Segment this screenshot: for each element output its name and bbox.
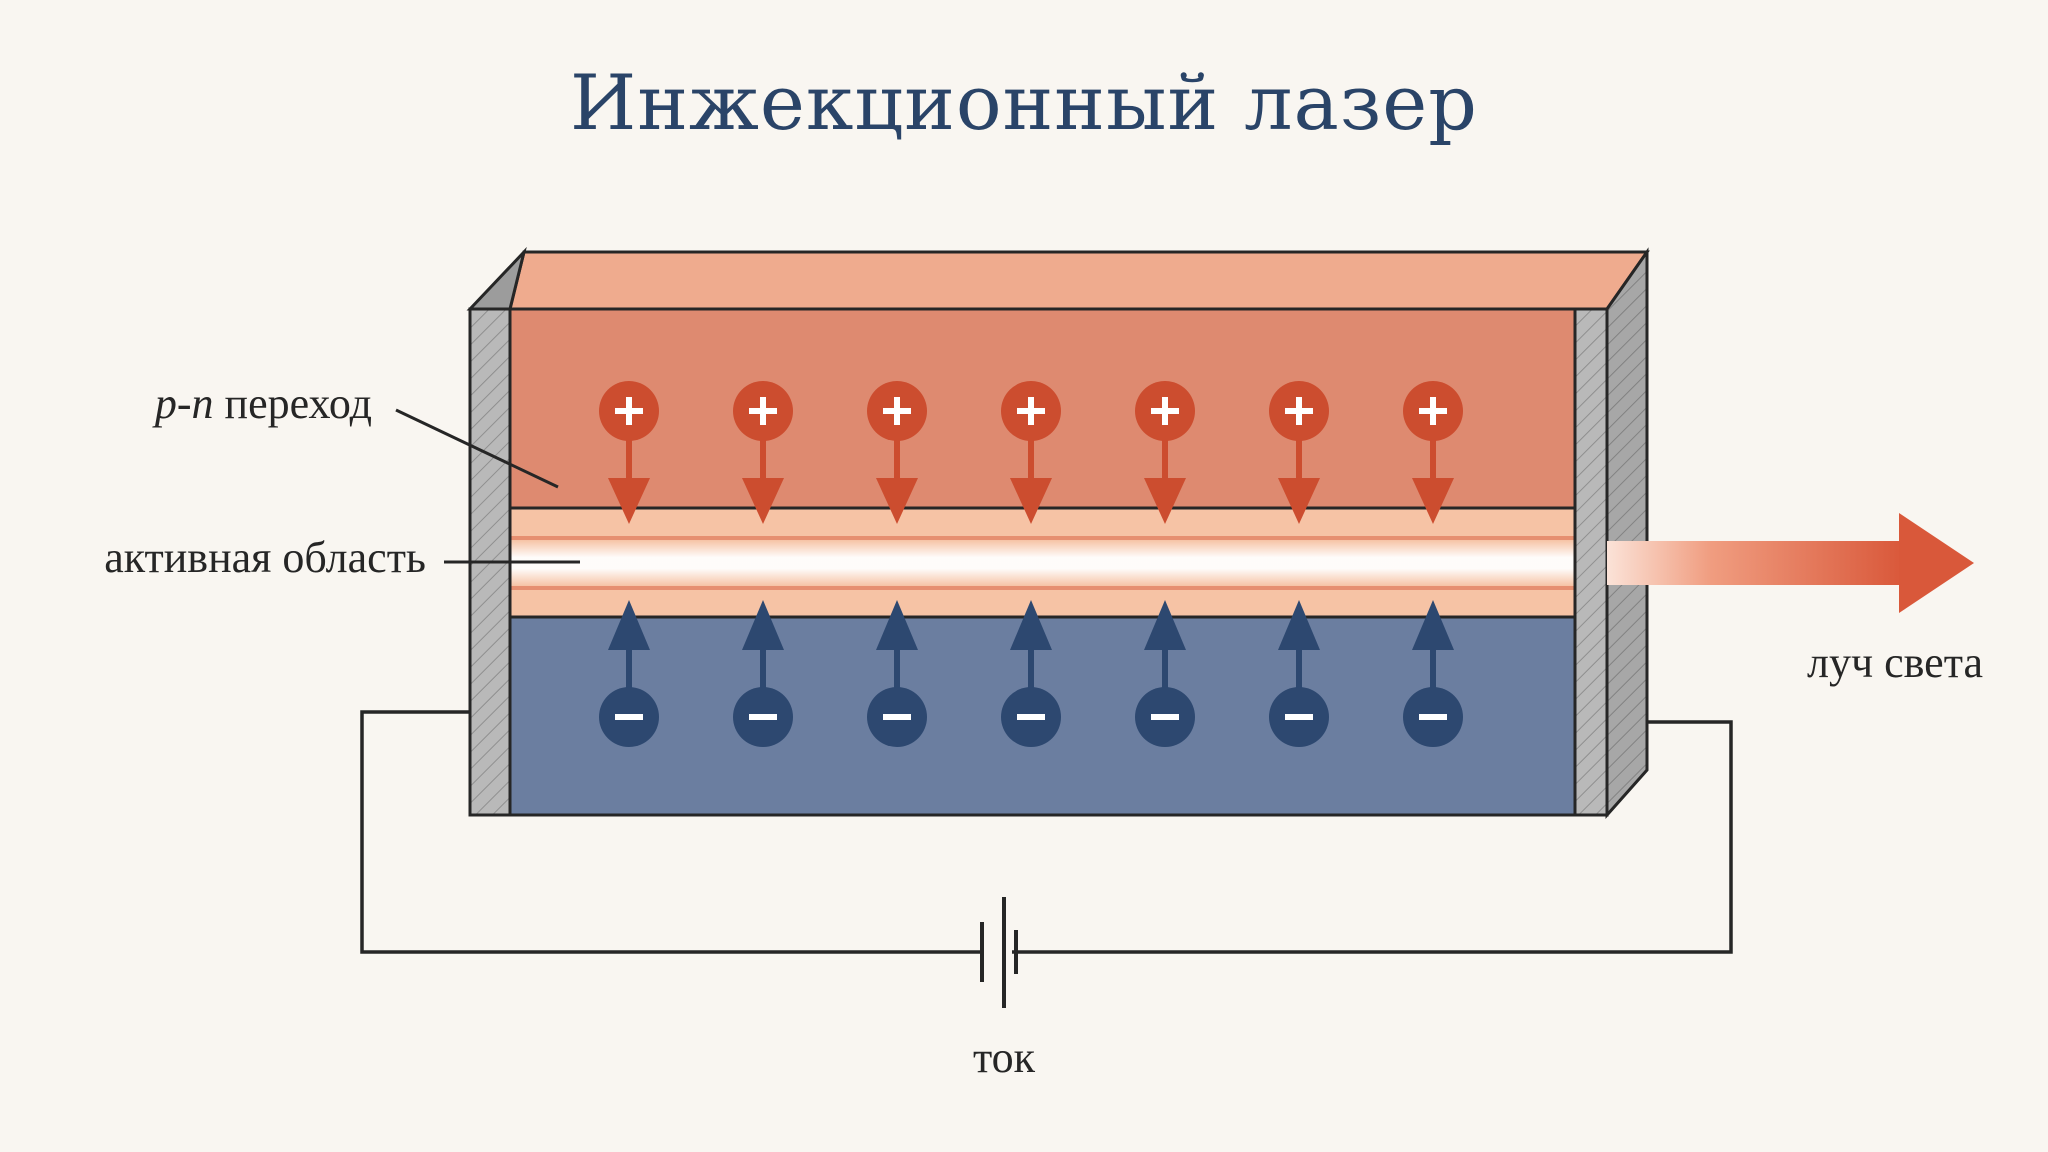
right-contact-side [1605,247,1649,819]
pn-leader-line [395,408,559,489]
active-glow [510,540,1575,586]
electron-arrow [1010,600,1052,690]
hole-arrow [742,440,784,524]
hole-arrow [876,440,918,524]
electron-particle [1135,687,1195,747]
right-contact [1573,307,1609,817]
hole-arrow [1144,440,1186,524]
circuit-wire-left [360,710,980,954]
hole-particle [599,381,659,441]
current-label: ток [973,1033,1036,1082]
electron-arrow [876,600,918,690]
electron-particle [1403,687,1463,747]
electron-arrow [1412,600,1454,690]
battery-icon [980,897,1018,1008]
light-beam [1607,513,1974,613]
pn-junction-label: p-n переход [152,379,372,428]
hole-particle [1269,381,1329,441]
hole-arrow [1010,440,1052,524]
electron-arrow [1278,600,1320,690]
electron-particle [1001,687,1061,747]
electron-particle [599,687,659,747]
hole-arrow [1412,440,1454,524]
beam-label: луч света [1807,638,1983,687]
electron-particle [1269,687,1329,747]
electron-arrow [1144,600,1186,690]
circuit-wire-right [1012,720,1733,954]
crystal-top-face [508,250,1650,311]
electron-particle [867,687,927,747]
hole-particle [1135,381,1195,441]
electron-arrow [608,600,650,690]
hole-arrow [1278,440,1320,524]
electron-particle [733,687,793,747]
diagram-title: Инжекционный лазер [570,58,1478,147]
hole-particle [733,381,793,441]
carriers-group [599,381,1463,747]
hole-particle [1001,381,1061,441]
electron-arrow [742,600,784,690]
hole-particle [1403,381,1463,441]
hole-arrow [608,440,650,524]
hole-particle [867,381,927,441]
active-region-label: активная область [104,533,426,582]
